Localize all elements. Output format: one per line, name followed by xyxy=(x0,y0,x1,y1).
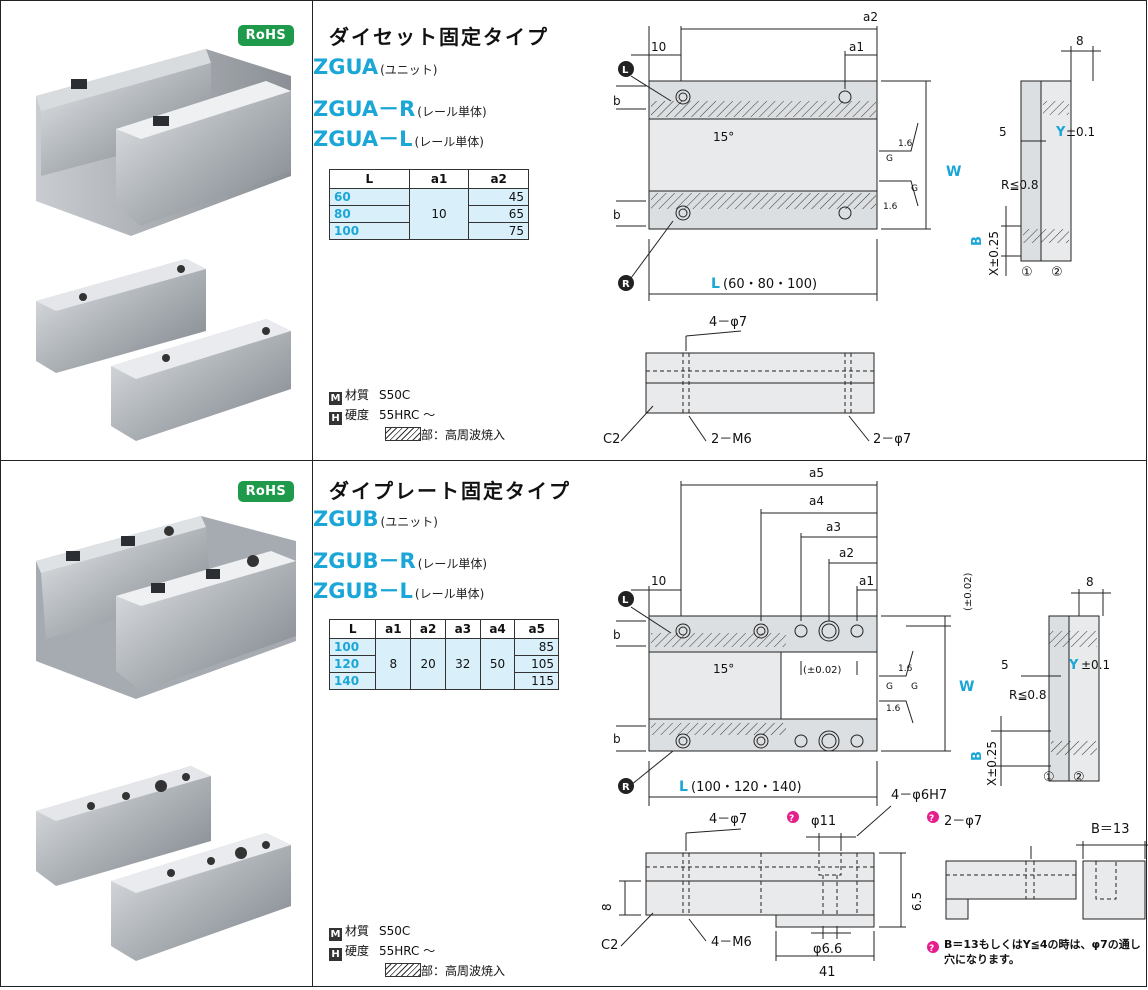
svg-text:X±0.25: X±0.25 xyxy=(987,231,1001,276)
part-number-r: ZGUB－R(レール単体) xyxy=(313,549,488,573)
svg-text:8: 8 xyxy=(600,903,614,911)
svg-text:1.6: 1.6 xyxy=(898,139,913,149)
svg-text:4－M6: 4－M6 xyxy=(711,935,752,950)
svg-text:(±0.02): (±0.02) xyxy=(963,572,974,611)
svg-text:±0.1: ±0.1 xyxy=(1081,658,1110,672)
svg-text:b: b xyxy=(613,208,621,222)
svg-text:R≦0.8: R≦0.8 xyxy=(1009,688,1046,702)
svg-text:B＝13: B＝13 xyxy=(1091,822,1129,837)
svg-text:(100・120・140): (100・120・140) xyxy=(691,780,802,795)
svg-text:15°: 15° xyxy=(713,130,734,144)
svg-text:φ6.6: φ6.6 xyxy=(813,942,842,957)
svg-text:8: 8 xyxy=(1086,575,1094,589)
svg-text:(60・80・100): (60・80・100) xyxy=(723,277,817,292)
svg-text:L: L xyxy=(622,65,629,76)
svg-text:a4: a4 xyxy=(809,494,824,508)
svg-text:G: G xyxy=(886,682,893,692)
svg-text:W: W xyxy=(946,164,961,180)
svg-text:5: 5 xyxy=(1001,658,1009,672)
svg-text:X±0.25: X±0.25 xyxy=(985,741,999,786)
technical-drawing-zgua: a2 a1 10 b b 15° L (60・80・100) W 1.6 G G… xyxy=(561,1,1148,460)
svg-text:?: ? xyxy=(929,944,934,954)
svg-text:L: L xyxy=(622,595,629,606)
svg-text:2－M6: 2－M6 xyxy=(711,432,752,447)
part-number-unit: ZGUA(ユニット) xyxy=(313,55,438,79)
svg-text:L: L xyxy=(679,779,688,795)
svg-text:C2: C2 xyxy=(603,432,620,447)
svg-text:G: G xyxy=(911,682,918,692)
spec-panel: ダイセット固定タイプ ZGUA(ユニット) ZGUA－R(レール単体) ZGUA… xyxy=(313,1,583,460)
svg-text:②: ② xyxy=(1073,770,1085,785)
svg-text:②: ② xyxy=(1051,265,1063,280)
svg-text:B: B xyxy=(970,236,985,246)
part-number-l: ZGUA－L(レール単体) xyxy=(313,127,484,151)
svg-text:a5: a5 xyxy=(809,466,824,480)
svg-text:8: 8 xyxy=(1076,34,1084,48)
svg-text:6.5: 6.5 xyxy=(910,892,924,911)
svg-text:10: 10 xyxy=(651,574,666,588)
svg-text:1.6: 1.6 xyxy=(898,664,913,674)
section-title: ダイプレート固定タイプ xyxy=(329,479,571,503)
technical-drawing-zgub: a5 a4 a3 a2 a1 10 b b 15° (±0.02) (±0.02… xyxy=(561,461,1148,986)
product-photo xyxy=(36,49,291,441)
svg-text:B: B xyxy=(970,751,985,761)
part-number-l: ZGUB－L(レール単体) xyxy=(313,579,485,603)
svg-text:b: b xyxy=(613,732,621,746)
through-hole-note: B＝13もしくはY≦4の時は、φ7の通し穴になります。 xyxy=(944,938,1141,966)
product-photo-panel: RoHS xyxy=(1,461,313,986)
section-title: ダイセット固定タイプ xyxy=(329,25,549,49)
svg-text:a1: a1 xyxy=(849,40,864,54)
svg-text:1.6: 1.6 xyxy=(886,704,901,714)
svg-text:a2: a2 xyxy=(839,546,854,560)
section-zgua: RoHS xyxy=(0,0,1147,461)
product-photo xyxy=(36,516,296,961)
svg-text:Y: Y xyxy=(1068,658,1079,673)
svg-text:41: 41 xyxy=(819,965,836,980)
svg-text:10: 10 xyxy=(651,40,666,54)
product-photo-panel: RoHS xyxy=(1,1,313,460)
svg-text:15°: 15° xyxy=(713,662,734,676)
svg-text:4－φ6H7: 4－φ6H7 xyxy=(891,788,947,803)
section-zgub: RoHS xyxy=(0,460,1148,987)
svg-text:a1: a1 xyxy=(859,574,874,588)
svg-text:b: b xyxy=(613,94,621,108)
svg-text:?: ? xyxy=(789,814,794,824)
svg-text:4－φ7: 4－φ7 xyxy=(709,315,747,330)
svg-text:W: W xyxy=(959,679,974,695)
svg-text:?: ? xyxy=(929,814,934,824)
svg-text:a2: a2 xyxy=(863,10,878,24)
hatch-swatch xyxy=(385,427,421,441)
svg-text:L: L xyxy=(711,276,720,292)
svg-text:b: b xyxy=(613,628,621,642)
rohs-badge: RoHS xyxy=(237,25,294,46)
svg-text:a3: a3 xyxy=(826,520,841,534)
svg-text:G: G xyxy=(886,154,893,164)
svg-text:①: ① xyxy=(1043,770,1055,785)
svg-text:(±0.02): (±0.02) xyxy=(803,665,842,676)
svg-text:R: R xyxy=(622,279,630,290)
svg-text:±0.1: ±0.1 xyxy=(1066,125,1095,139)
rohs-badge: RoHS xyxy=(237,481,294,502)
svg-text:4－φ7: 4－φ7 xyxy=(709,812,747,827)
svg-text:1.6: 1.6 xyxy=(883,202,898,212)
hatch-swatch xyxy=(385,963,421,977)
svg-text:R≦0.8: R≦0.8 xyxy=(1001,178,1038,192)
svg-text:C2: C2 xyxy=(601,938,618,953)
svg-text:5: 5 xyxy=(999,125,1007,139)
svg-text:Y: Y xyxy=(1055,125,1066,140)
svg-text:2－φ7: 2－φ7 xyxy=(873,432,911,447)
svg-text:R: R xyxy=(622,782,630,793)
svg-text:①: ① xyxy=(1021,265,1033,280)
svg-text:G: G xyxy=(911,184,918,194)
part-number-unit: ZGUB(ユニット) xyxy=(313,507,438,531)
spec-panel: ダイプレート固定タイプ ZGUB(ユニット) ZGUB－R(レール単体) ZGU… xyxy=(313,461,583,986)
svg-text:2－φ7: 2－φ7 xyxy=(944,814,982,829)
svg-text:φ11: φ11 xyxy=(811,814,836,829)
part-number-r: ZGUA－R(レール単体) xyxy=(313,97,487,121)
